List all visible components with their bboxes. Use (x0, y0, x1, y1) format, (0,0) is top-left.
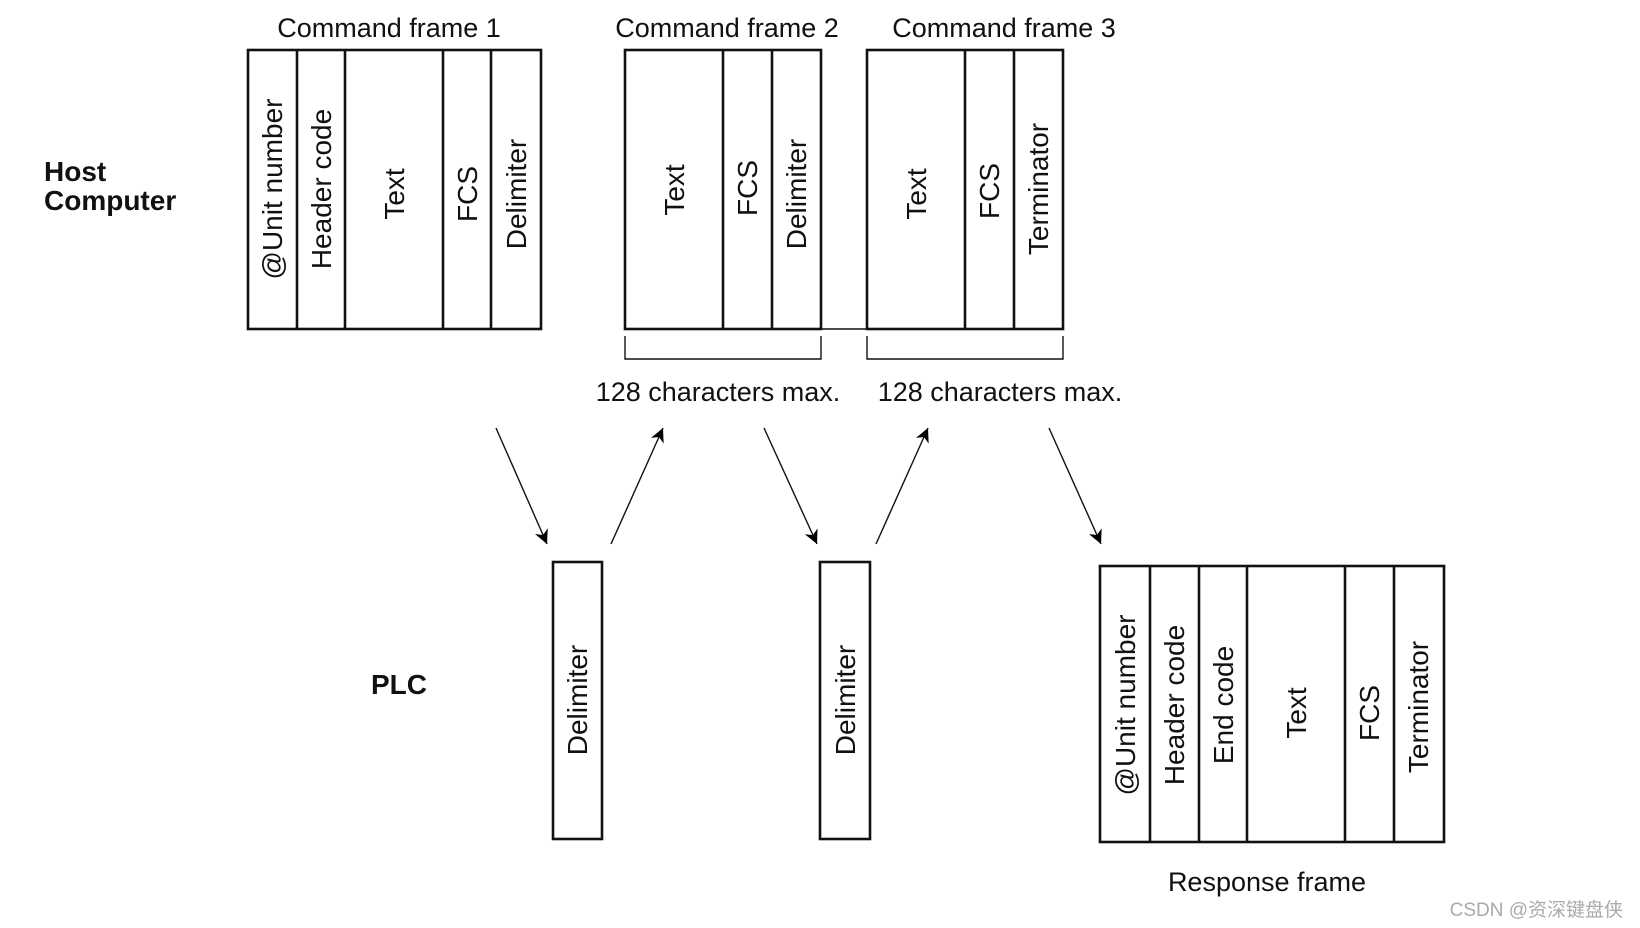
host-label-line1: Host (44, 156, 106, 187)
response-frame: @Unit number Header code End code Text F… (1098, 564, 1446, 897)
bracket-frame-3 (866, 336, 1064, 360)
command-frame-1-title: Command frame 1 (277, 13, 501, 43)
field-text: Text (901, 168, 932, 220)
field-terminator: Terminator (1403, 641, 1434, 773)
field-header-code: Header code (1159, 625, 1190, 785)
max-label-1: 128 characters max. (596, 377, 841, 407)
field-delimiter: Delimiter (830, 645, 861, 755)
command-frame-1: Command frame 1 @Unit number Header code… (246, 13, 543, 331)
plc-delimiter-1: Delimiter (551, 560, 604, 841)
arrow-up-2 (875, 427, 929, 545)
field-fcs: FCS (974, 163, 1005, 219)
arrow-down-1 (495, 427, 548, 545)
command-frame-2: Command frame 2 Text FCS Delimiter (615, 13, 839, 331)
field-text: Text (379, 168, 410, 220)
field-terminator: Terminator (1023, 123, 1054, 255)
field-header-code: Header code (306, 109, 337, 269)
plc-delimiter-2: Delimiter (818, 560, 872, 841)
field-fcs: FCS (1354, 685, 1385, 741)
command-frame-3: Command frame 3 Text FCS Terminator (865, 13, 1116, 331)
field-text: Text (1281, 687, 1312, 739)
bracket-frame-2 (624, 336, 822, 360)
field-delimiter: Delimiter (501, 139, 532, 249)
field-text: Text (659, 164, 690, 216)
arrow-down-3 (1048, 427, 1102, 545)
command-frame-2-title: Command frame 2 (615, 13, 839, 43)
frame-box (1098, 564, 1446, 844)
max-label-2: 128 characters max. (878, 377, 1123, 407)
plc-label: PLC (371, 669, 427, 700)
command-frame-3-title: Command frame 3 (892, 13, 1116, 43)
field-unit-number: @Unit number (257, 99, 288, 280)
field-fcs: FCS (452, 166, 483, 222)
field-end-code: End code (1208, 646, 1239, 764)
arrow-up-1 (610, 427, 664, 545)
field-delimiter: Delimiter (781, 139, 812, 249)
field-fcs: FCS (732, 160, 763, 216)
field-unit-number: @Unit number (1110, 615, 1141, 796)
arrow-down-2 (763, 427, 818, 545)
host-label-line2: Computer (44, 185, 176, 216)
frame-box (246, 48, 543, 331)
response-frame-title: Response frame (1168, 867, 1366, 897)
field-delimiter: Delimiter (562, 645, 593, 755)
watermark: CSDN @资深键盘侠 (1450, 899, 1623, 921)
